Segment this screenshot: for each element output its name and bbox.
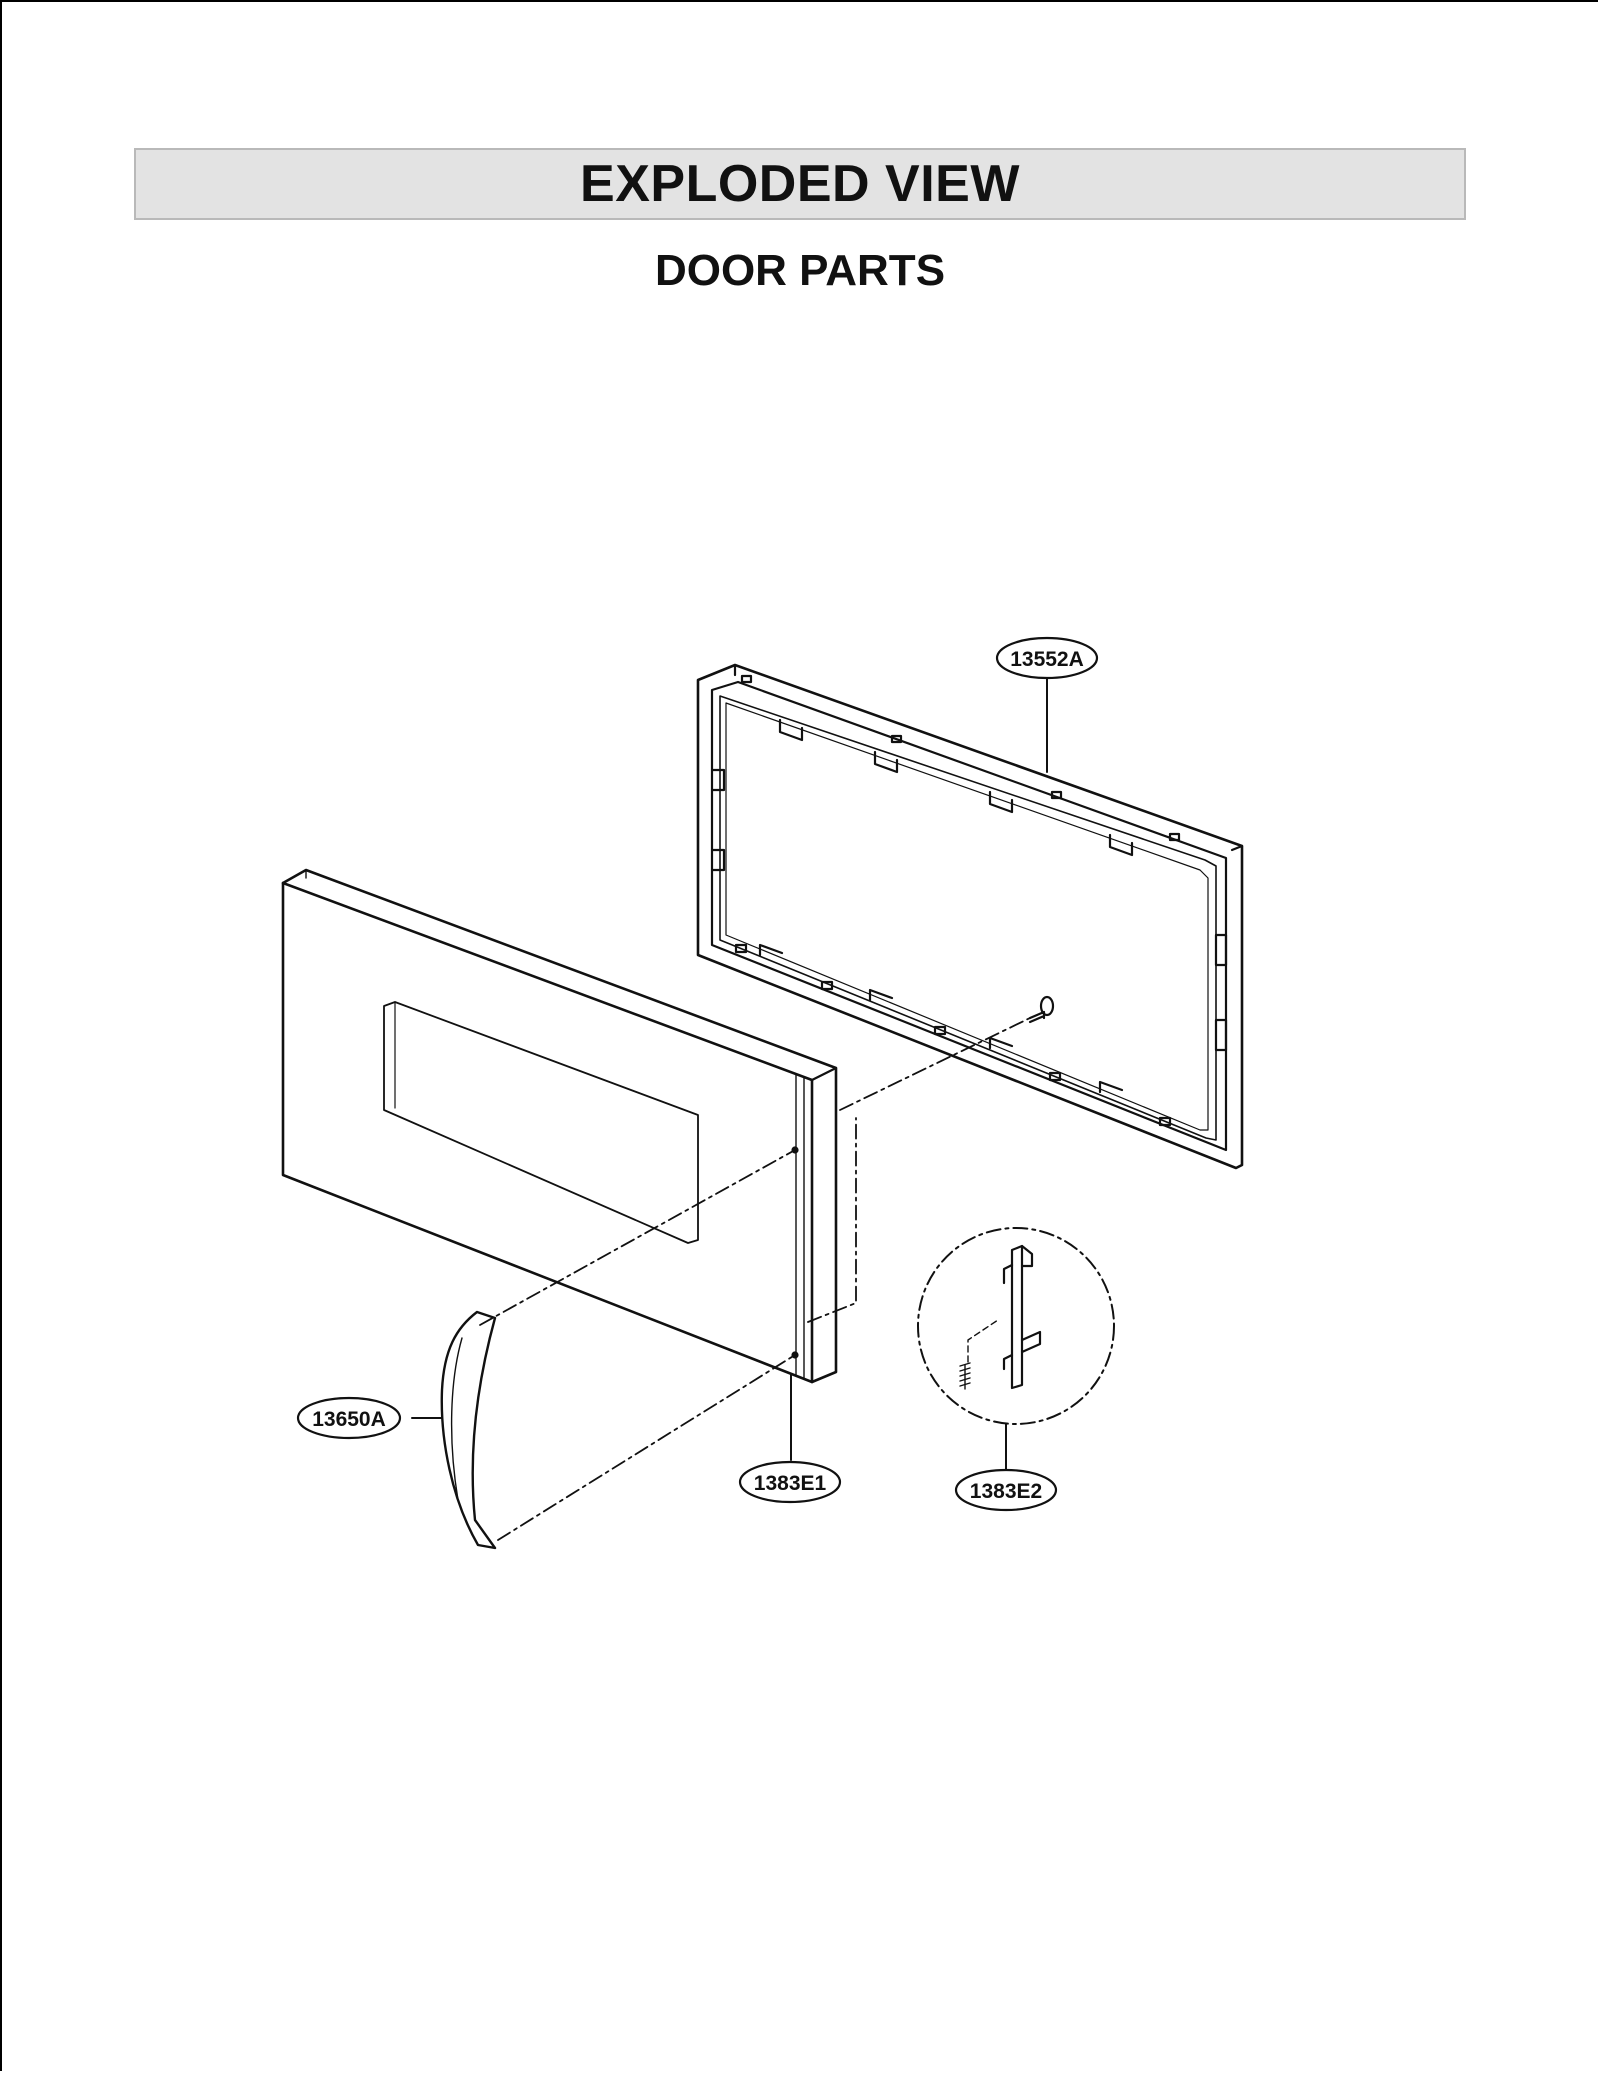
callout-label-13552A: 13552A: [1010, 648, 1084, 671]
assembly-lines: [479, 1017, 1031, 1541]
leader-lines: [411, 677, 1048, 1471]
door-handle-part: [440, 1310, 497, 1550]
callout-label-1383E2: 1383E2: [970, 1480, 1042, 1503]
page-subtitle: DOOR PARTS: [654, 246, 946, 295]
title-bar: EXPLODED VIEW: [134, 148, 1466, 220]
door-panel-part: [281, 868, 838, 1384]
callout-1383E2: 1383E2: [954, 1468, 1058, 1512]
page-title: EXPLODED VIEW: [580, 155, 1020, 213]
callout-1383E1: 1383E1: [738, 1460, 842, 1504]
callout-13552A: 13552A: [995, 636, 1099, 680]
latch-detail-part: [917, 1227, 1115, 1425]
door-frame-part: [696, 663, 1244, 1170]
callout-label-1383E1: 1383E1: [754, 1472, 827, 1495]
callout-13650A: 13650A: [296, 1396, 402, 1440]
callout-label-13650A: 13650A: [312, 1408, 386, 1431]
